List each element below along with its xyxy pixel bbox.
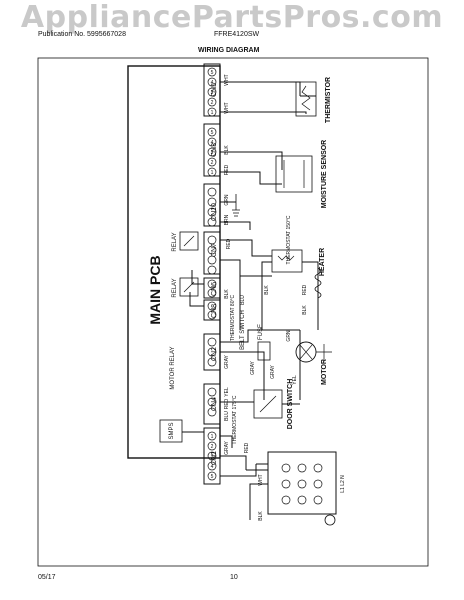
moisture-sensor-label: MOISTURE SENSOR <box>321 140 328 208</box>
ground-terminal <box>324 514 336 526</box>
wire-wht-cn5: WHT <box>224 74 230 85</box>
terminal-block <box>267 451 337 515</box>
pin-number: 5 <box>211 474 214 480</box>
pin-number: 4 <box>211 80 214 86</box>
thermostat-80-label: THERMOSTAT 80°C <box>230 295 236 342</box>
footer-page: 10 <box>230 574 238 581</box>
thermistor-body <box>295 81 317 117</box>
door-switch-label: DOOR SWITCH <box>287 379 294 430</box>
cn8-strip <box>203 299 221 321</box>
wire-red-cn1: RED <box>244 442 250 453</box>
wire-yel-cn4: YEL <box>224 387 230 397</box>
belt-switch-label: BELT SWITCH <box>240 310 246 350</box>
wire-blk-cn3: BLK <box>224 145 230 155</box>
heater-coil <box>314 267 322 299</box>
heater-thermostat-label: THERMOSTAT 150°C <box>286 215 292 264</box>
footer-date: 05/17 <box>38 574 56 581</box>
cn4-label: CN4 <box>211 397 218 411</box>
thermistor-label: THERMISTOR <box>325 77 332 123</box>
cn8-label: CN8 <box>211 304 218 318</box>
pin-number: 5 <box>211 70 214 76</box>
wire-wht-cn1: WHT <box>258 474 264 485</box>
main-pcb-label: MAIN PCB <box>147 255 163 324</box>
terminal-block-label: L1 L2 N <box>340 475 346 493</box>
motor-label: MOTOR <box>321 359 328 385</box>
pin-number: 5 <box>211 130 214 136</box>
wire-wht-cn5b: WHT <box>224 102 230 113</box>
wire-red-cn3: RED <box>224 164 230 175</box>
pin-number: 1 <box>211 170 214 176</box>
publication-number: Publication No. 5995667028 <box>38 31 126 38</box>
wire-red-heater: RED <box>302 284 308 295</box>
watermark: AppliancePartsPros.com <box>20 0 444 35</box>
pin-number: 2 <box>211 100 214 106</box>
relay-upper <box>179 231 199 251</box>
heater-thermostat <box>271 249 303 273</box>
cn4-strip <box>203 383 221 425</box>
relay-lower-label: RELAY <box>172 278 178 297</box>
pin-number: 1 <box>211 110 214 116</box>
smps-box <box>159 419 183 443</box>
model-number: FFRE4120SW <box>214 31 260 38</box>
wire-blk-heater: BLK <box>264 285 270 295</box>
cn6-strip <box>203 277 221 299</box>
cn5-label: CN5 <box>211 83 218 97</box>
pin-number: 2 <box>211 444 214 450</box>
wire-yel-motor: YEL <box>292 375 298 385</box>
wire-blk-heater-b: BLK <box>302 305 308 315</box>
wire-blk-cn8: BLK <box>224 289 230 299</box>
heater-label: HEATER <box>319 248 326 276</box>
wire-blu-cn8: BLU <box>240 295 246 305</box>
fuse-label: FUSE <box>258 324 264 340</box>
wire-gray-fuse: GRAY <box>250 360 256 374</box>
moisture-sensor-body <box>275 155 313 193</box>
pin-number: 4 <box>211 140 214 146</box>
thermostat-cn4-label: THERMOSTAT 175°C <box>232 395 238 444</box>
pin-number: 3 <box>211 454 214 460</box>
wire-gray-fuse-b: GRAY <box>270 364 276 378</box>
pin-number: 1 <box>211 434 214 440</box>
cn6-label: CN6 <box>211 282 218 296</box>
wire-red-cn7: RED <box>226 238 232 249</box>
wire-brn-cn10: BRN <box>224 214 230 225</box>
smps-label: SMPS <box>169 422 175 439</box>
cn7-label: CN7 <box>211 243 218 257</box>
cn10-label: CN10 <box>211 203 218 221</box>
relay-upper-label: RELAY <box>172 232 178 251</box>
diagram-title: WIRING DIAGRAM <box>198 47 260 54</box>
main-pcb-board <box>127 65 221 459</box>
pin-number: 2 <box>211 160 214 166</box>
cn2-label: CN2 <box>211 347 218 361</box>
wire-gray-cn1: GRAY <box>224 440 230 454</box>
wire-red-cn4: RED <box>224 398 230 409</box>
pin-number: 3 <box>211 150 214 156</box>
pin-number: 4 <box>211 464 214 470</box>
pin-number: 3 <box>211 90 214 96</box>
wire-grn-motor: GRN <box>286 330 292 342</box>
wire-blk-cn1: BLK <box>258 511 264 521</box>
cn1-label: CN1 <box>211 451 218 465</box>
cn3-label: CN3 <box>211 143 218 157</box>
motor-relay-label: MOTOR RELAY <box>170 346 176 389</box>
relay-lower <box>179 277 199 297</box>
wire-gray-cn2: GRAY <box>224 354 230 368</box>
diagram-frame <box>37 57 429 567</box>
wire-blu-cn4: BLU <box>224 411 230 421</box>
wire-grn-cn10: GRN <box>224 194 230 206</box>
